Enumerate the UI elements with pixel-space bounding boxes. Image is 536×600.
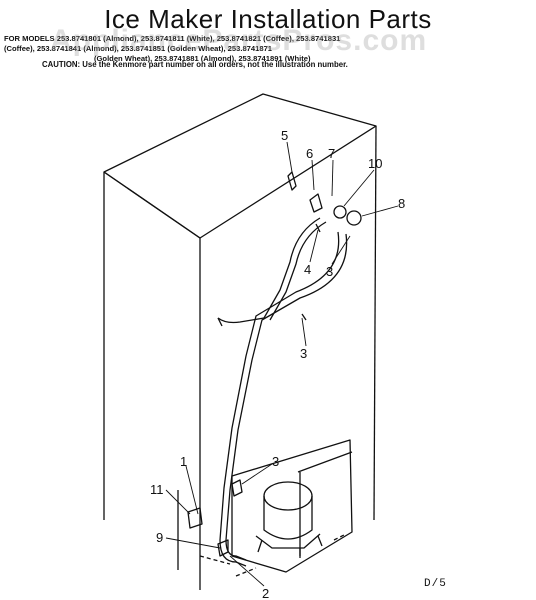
compressor	[263, 481, 313, 511]
callout-5: 5	[281, 128, 288, 143]
leader-3-lower	[241, 463, 273, 485]
page-title: Ice Maker Installation Parts	[104, 4, 432, 34]
water-line	[225, 233, 348, 561]
leader-3-upper	[331, 235, 351, 265]
model-list: FOR MODELS 253.8741801 (Almond), 253.874…	[4, 34, 534, 64]
callout-9: 9	[156, 530, 163, 545]
callout-1: 1	[180, 454, 187, 469]
callout-2: 2	[262, 586, 269, 600]
callout-11: 11	[150, 482, 164, 497]
leader-4	[309, 229, 319, 263]
callout-7: 7	[328, 146, 335, 161]
leader-11	[165, 489, 191, 515]
cabinet-front	[103, 171, 201, 590]
leader-3-middle	[301, 317, 307, 347]
callout-10: 10	[368, 156, 382, 171]
leader-10	[343, 169, 375, 207]
leader-7	[331, 159, 334, 197]
leader-2	[229, 555, 265, 587]
leader-8	[361, 205, 399, 217]
cabinet-right-edge	[373, 125, 377, 521]
callout-8: 8	[398, 196, 405, 211]
caution-note: CAUTION: Use the Kenmore part number on …	[42, 60, 348, 69]
model-line-1: FOR MODELS 253.8741801 (Almond), 253.874…	[4, 34, 341, 43]
callout-3-lower: 3	[272, 454, 279, 469]
callout-6: 6	[306, 146, 313, 161]
callout-3-middle: 3	[300, 346, 307, 361]
model-line-2: (Coffee), 253.8741841 (Almond), 253.8741…	[4, 44, 273, 53]
compressor-compartment	[231, 439, 353, 573]
callout-4: 4	[304, 262, 311, 277]
leader-9	[165, 537, 221, 549]
leader-5	[286, 141, 293, 173]
leader-1	[185, 465, 199, 515]
page-number: D/5	[424, 578, 447, 590]
model-line-3: (Golden Wheat), 253.8741881 (Almond), 25…	[94, 54, 311, 63]
leader-6	[311, 159, 315, 191]
callout-3-upper: 3	[326, 264, 333, 279]
